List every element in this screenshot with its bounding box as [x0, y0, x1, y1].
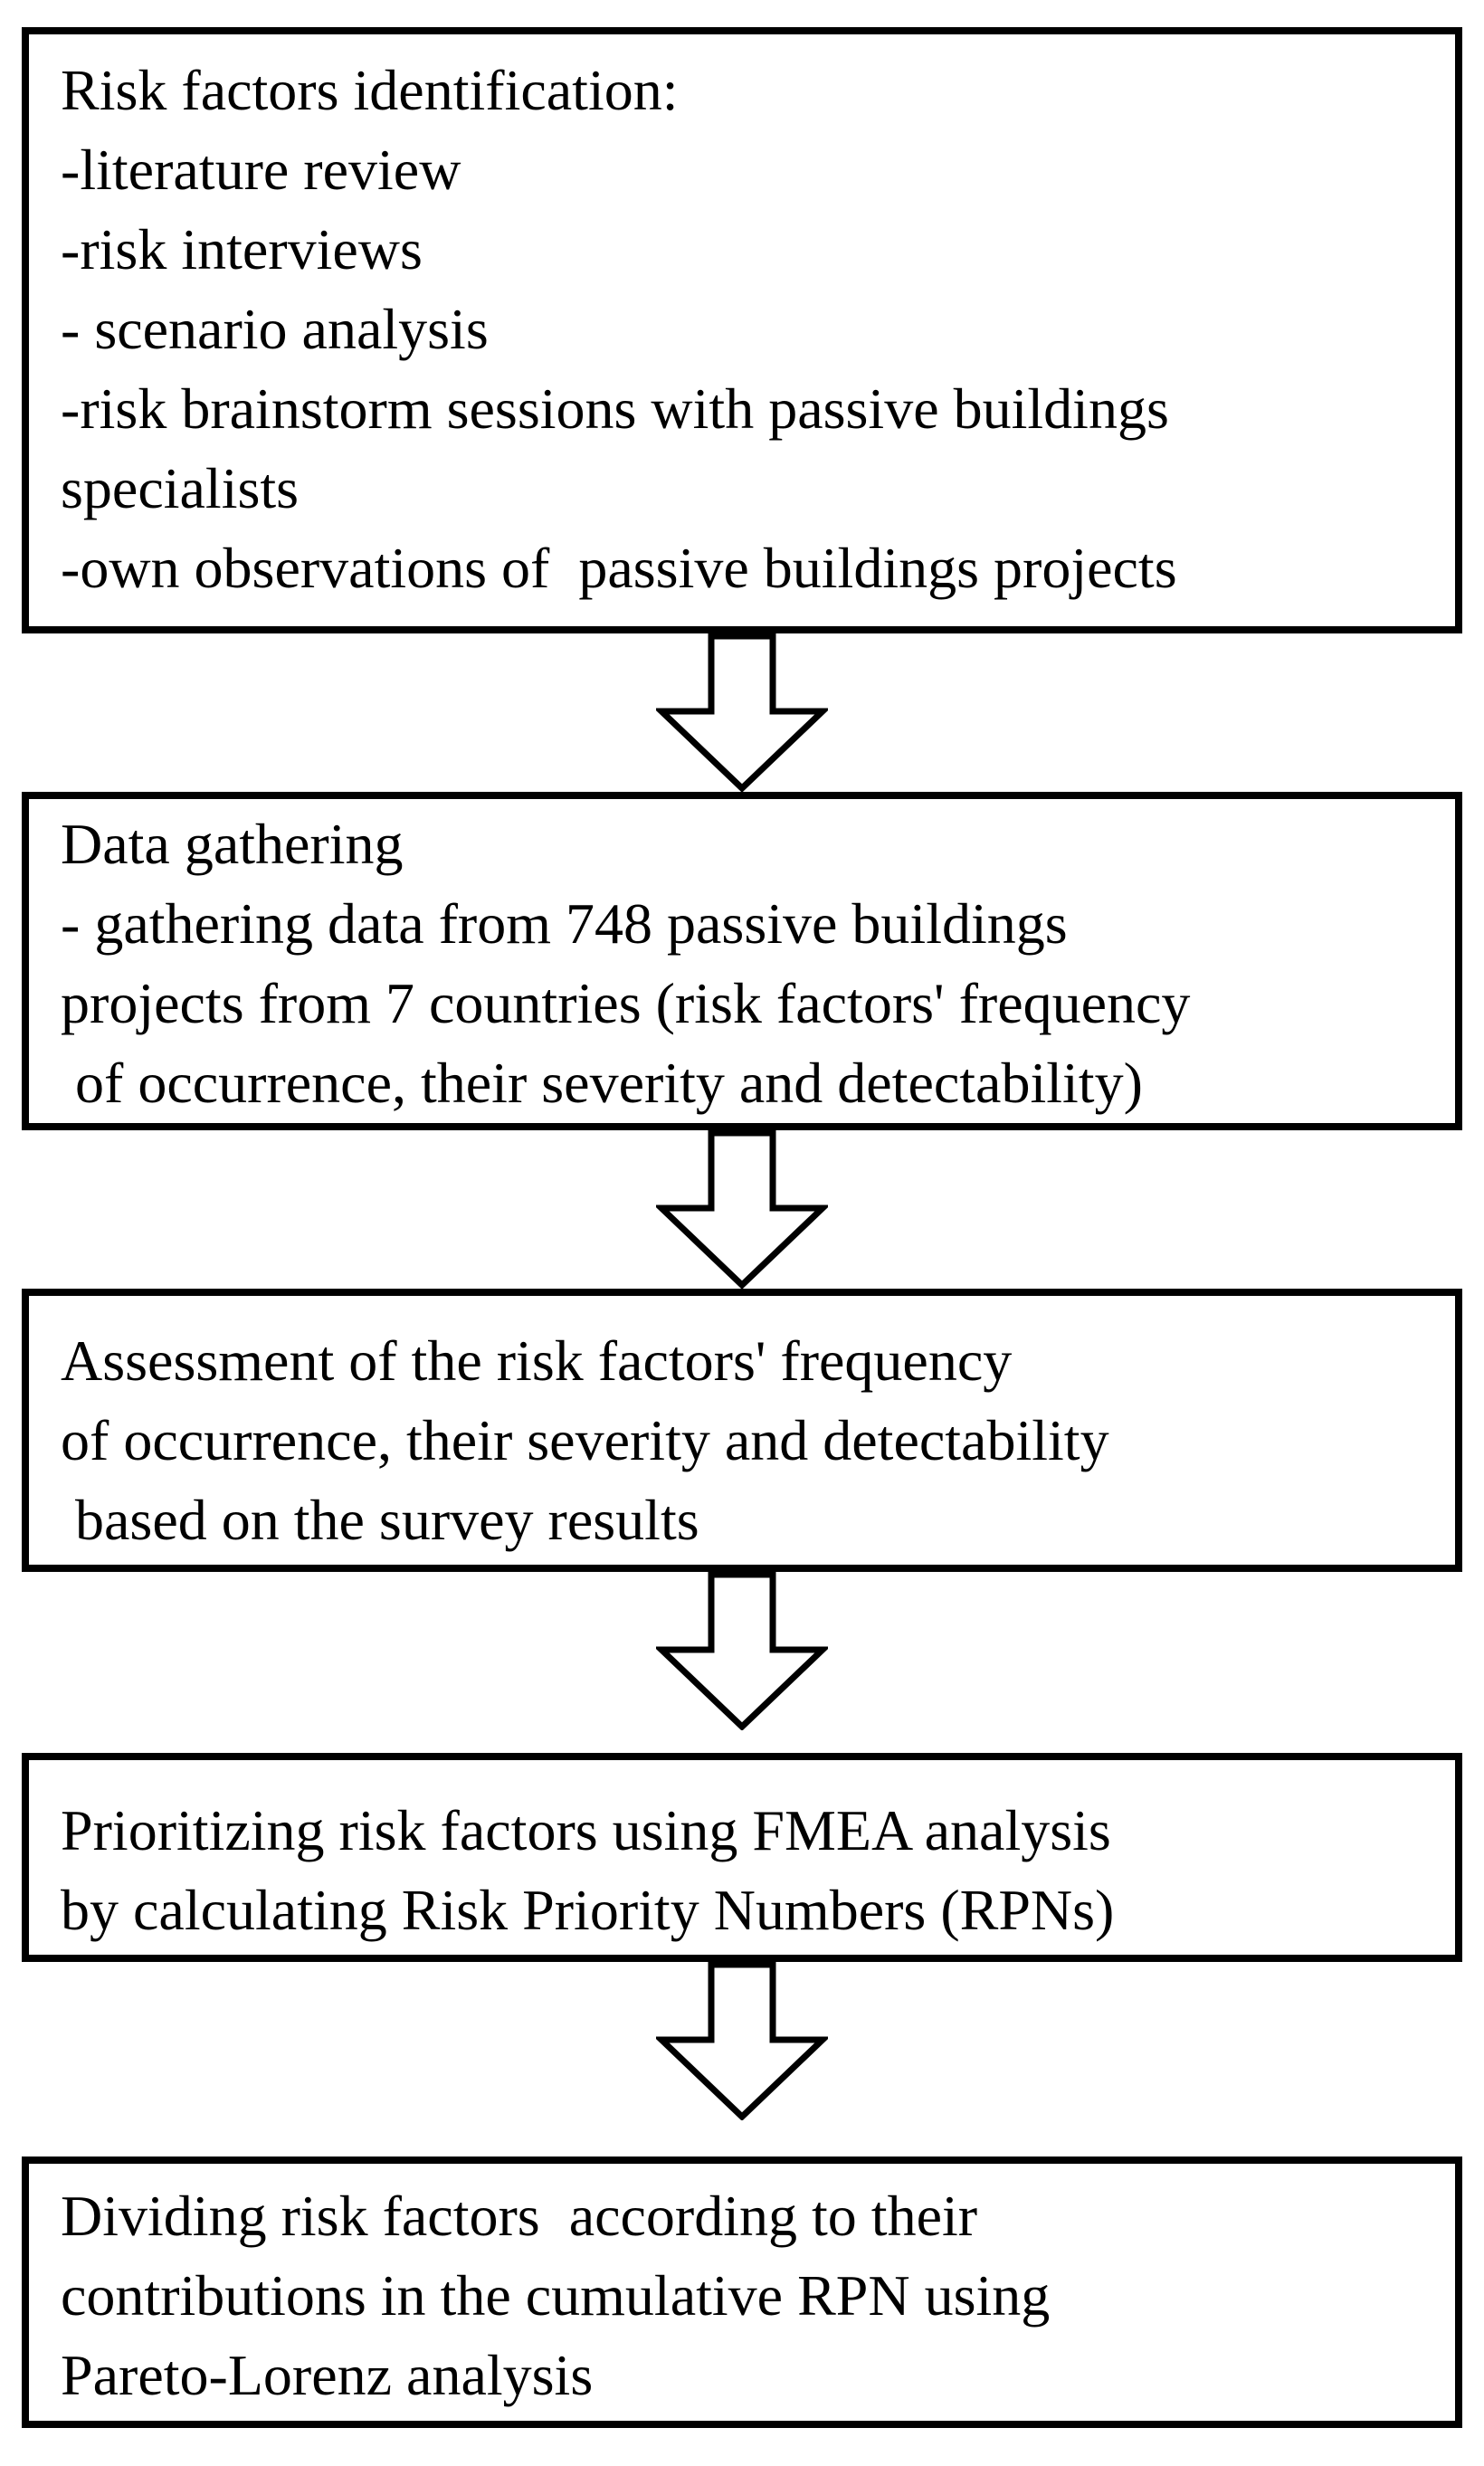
down-arrow-icon — [656, 1130, 828, 1289]
flow-step-line: of occurrence, their severity and detect… — [61, 1408, 1109, 1472]
flow-step-line: Data gathering — [61, 812, 404, 876]
down-arrow-icon — [656, 633, 828, 792]
flow-step-line: - gathering data from 748 passive buildi… — [61, 891, 1068, 956]
flow-step-5-pareto-lorenz: Dividing risk factors according to their… — [22, 2157, 1462, 2428]
flow-step-line: projects from 7 countries (risk factors'… — [61, 971, 1191, 1035]
flow-step-line: Pareto-Lorenz analysis — [61, 2343, 594, 2407]
flow-step-line: Prioritizing risk factors using FMEA ana… — [61, 1798, 1111, 1862]
flow-step-line: based on the survey results — [61, 1488, 699, 1552]
flow-step-line: by calculating Risk Priority Numbers (RP… — [61, 1878, 1115, 1942]
flow-step-line: of occurrence, their severity and detect… — [61, 1051, 1143, 1115]
flow-step-line: Risk factors identification: — [61, 58, 679, 122]
flow-step-line: -own observations of passive buildings p… — [61, 536, 1177, 600]
flow-step-line: -risk interviews — [61, 217, 423, 281]
flow-step-line: contributions in the cumulative RPN usin… — [61, 2263, 1051, 2328]
flow-step-line: - scenario analysis — [61, 297, 489, 361]
flow-step-line: specialists — [61, 456, 300, 520]
flow-step-line: -risk brainstorm sessions with passive b… — [61, 376, 1169, 441]
down-arrow-icon — [656, 1962, 828, 2120]
methodology-flowchart: Risk factors identification: -literature… — [0, 27, 1484, 2428]
flow-step-4-fmea-prioritizing: Prioritizing risk factors using FMEA ana… — [22, 1753, 1462, 1962]
flow-step-1-risk-identification: Risk factors identification: -literature… — [22, 27, 1462, 633]
flow-step-2-data-gathering: Data gathering - gathering data from 748… — [22, 792, 1462, 1130]
flow-step-line: Dividing risk factors according to their — [61, 2184, 978, 2248]
flow-step-3-assessment: Assessment of the risk factors' frequenc… — [22, 1289, 1462, 1572]
flow-step-line: -literature review — [61, 138, 461, 202]
flow-step-line: Assessment of the risk factors' frequenc… — [61, 1328, 1013, 1393]
down-arrow-icon — [656, 1572, 828, 1730]
